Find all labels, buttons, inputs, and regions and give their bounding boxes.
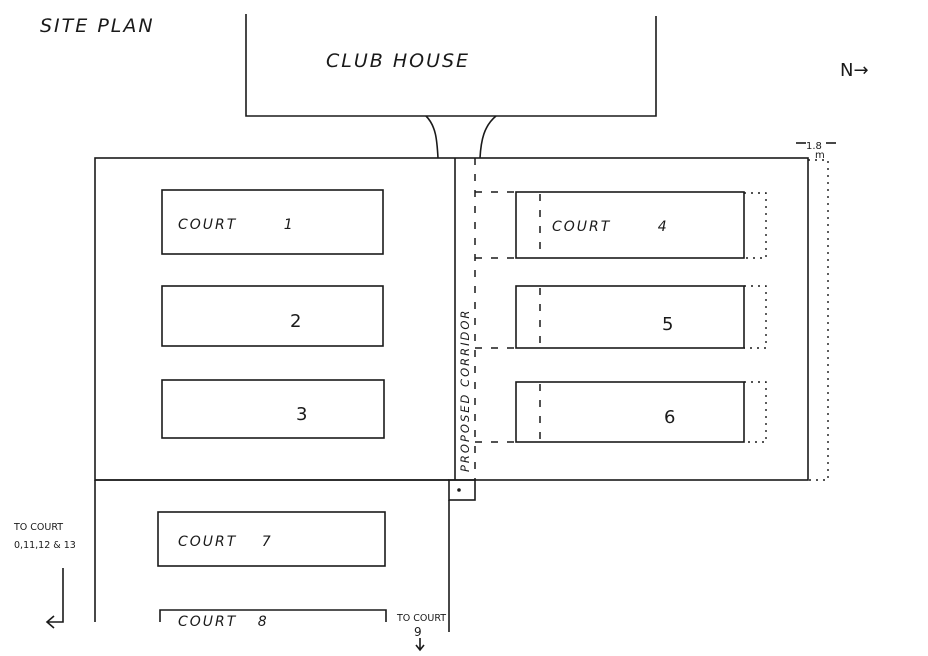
court-8: COURT 8 xyxy=(159,609,387,630)
court-5: 5 xyxy=(515,285,767,349)
court-4: COURT 4 xyxy=(515,191,767,259)
court-2: 2 xyxy=(161,285,384,347)
site-plan-title: SITE PLAN xyxy=(40,15,155,37)
court-5-label: 5 xyxy=(662,314,673,335)
court-7-label: COURT 7 xyxy=(178,534,273,550)
court-6: 6 xyxy=(515,381,767,443)
court-3-label: 3 xyxy=(296,404,307,425)
down-arrow-icon xyxy=(415,638,425,652)
lower-court-area xyxy=(94,479,450,632)
upper-court-enclosure xyxy=(94,157,809,481)
corridor-marker xyxy=(457,488,461,492)
north-arrow-icon: N→ xyxy=(840,60,869,81)
club-house: CLUB HOUSE xyxy=(245,14,657,117)
bottom-note-line2: 9 xyxy=(414,625,422,639)
club-house-connector xyxy=(425,115,497,159)
proposed-corridor: PROPOSED CORRIDOR xyxy=(448,158,516,501)
court-6-label: 6 xyxy=(664,407,675,428)
left-direction-note: TO COURT 0,11,12 & 13 xyxy=(13,522,76,629)
bottom-note-line1: TO COURT xyxy=(396,613,446,624)
club-house-label: CLUB HOUSE xyxy=(326,50,470,72)
extension-strip: 1.8 m xyxy=(796,141,836,481)
court-7: COURT 7 xyxy=(157,511,386,567)
bottom-direction-note: TO COURT 9 xyxy=(396,613,446,652)
court-8-label: COURT 8 xyxy=(178,614,269,630)
left-arrow-icon xyxy=(45,568,64,629)
left-note-line2: 0,11,12 & 13 xyxy=(14,540,76,551)
court-3: 3 xyxy=(161,379,385,439)
dimension-unit: m xyxy=(815,150,825,161)
court-2-label: 2 xyxy=(290,311,301,332)
left-note-line1: TO COURT xyxy=(13,522,63,533)
court-1: COURT 1 xyxy=(161,189,384,255)
dimension-label: 1.8 xyxy=(806,141,822,152)
court-4-label: COURT 4 xyxy=(552,219,669,235)
proposed-corridor-label: PROPOSED CORRIDOR xyxy=(458,309,472,472)
court-1-label: COURT 1 xyxy=(178,217,295,233)
